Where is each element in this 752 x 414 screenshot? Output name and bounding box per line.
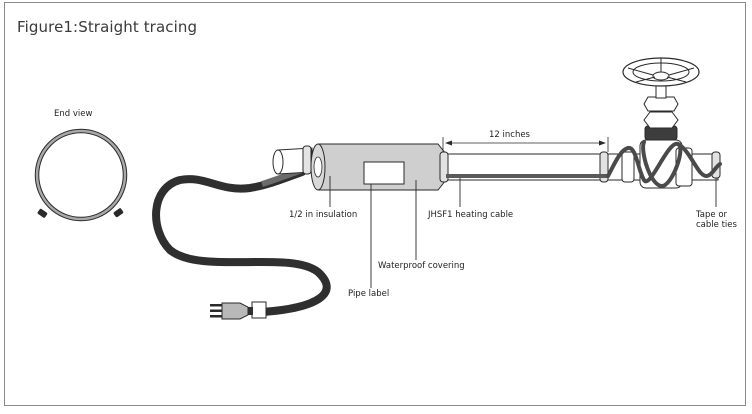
pipe-left-stub <box>272 145 313 175</box>
label-12-inches: 12 inches <box>489 130 530 140</box>
valve <box>607 57 721 189</box>
pipe-main <box>439 151 609 183</box>
figure-title: Figure1:Straight tracing <box>17 18 198 36</box>
label-tape-line2: cable ties <box>696 220 737 230</box>
insulation-sleeve <box>310 143 447 191</box>
dimension-arrow <box>442 137 609 152</box>
label-end-view: End view <box>54 109 93 119</box>
pipe-label-box <box>363 161 405 185</box>
end-view-icon <box>34 128 128 222</box>
power-cord <box>152 167 331 320</box>
label-tape-line1: Tape or <box>696 210 728 220</box>
leader-lines <box>329 176 717 288</box>
label-heating-cable: JHSF1 heating cable <box>428 210 514 220</box>
label-pipe-label: Pipe label <box>348 289 390 299</box>
label-insulation: 1/2 in insulation <box>289 210 358 220</box>
label-waterproof-covering: Waterproof covering <box>378 261 465 271</box>
figure-frame <box>4 2 746 406</box>
heating-cable-wrap <box>606 140 722 189</box>
